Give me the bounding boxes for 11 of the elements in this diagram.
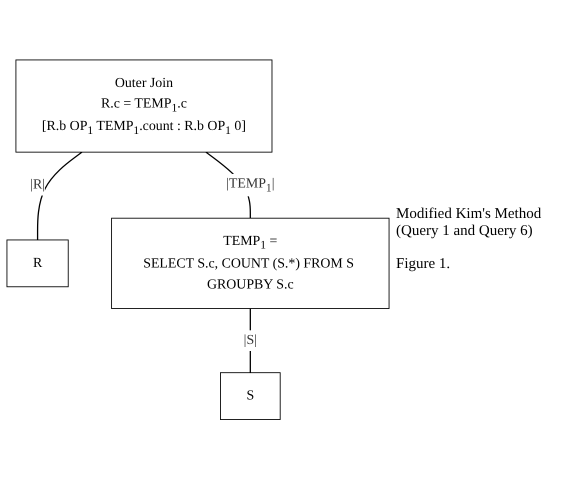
node-box: TEMP$_{1}$ = SELECT S.c, COUNT (S.*) FROM S GROUPBY S.c (111, 218, 390, 309)
connector (36, 151, 82, 240)
edge-label: |TEMP$_{1}$| (226, 176, 274, 194)
node-box: R (6, 239, 69, 287)
note-text: Modified Kim's Method (Query 1 and Query 6) (396, 206, 542, 240)
node-box: Outer Join R.c = TEMP$_{1}$.c [R.b OP$_{1}$ TEMP$_{1}$.count : R.b OP$_{1}$ 0] (15, 59, 272, 152)
edge-label: |S| (244, 332, 257, 348)
connector (250, 308, 251, 372)
edge-label: |R| (30, 177, 45, 192)
figure-caption: Figure 1. (396, 256, 452, 273)
node-box: S (220, 372, 281, 420)
